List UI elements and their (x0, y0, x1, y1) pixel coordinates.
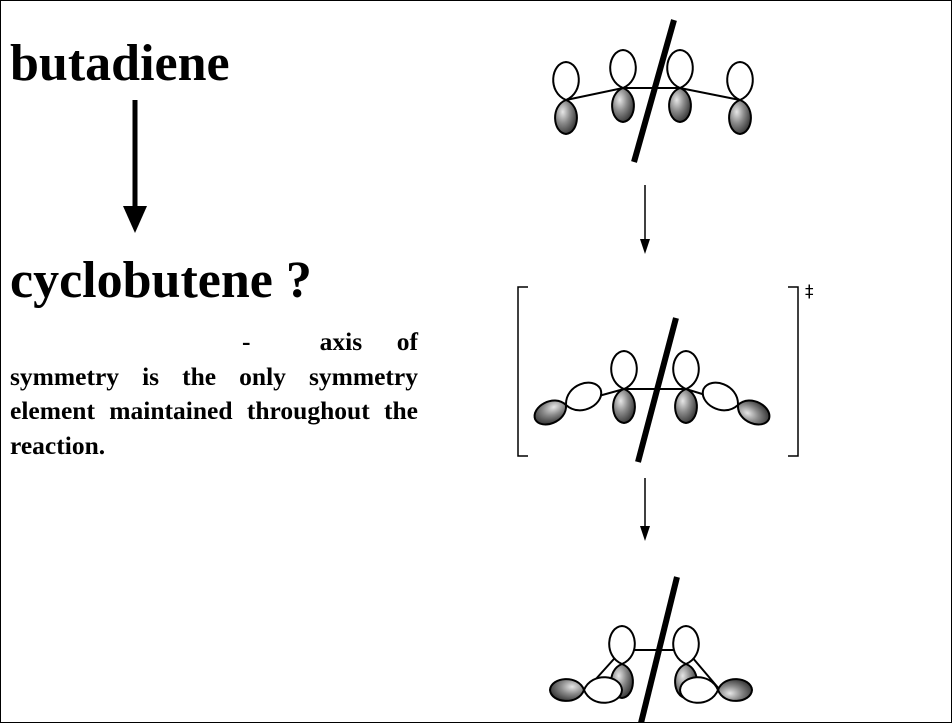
ts-orbital-c2 (610, 350, 638, 424)
p-orbital-c2 (609, 49, 637, 123)
c2-axis-line-product (638, 576, 680, 723)
cb-orbital-c4 (679, 676, 753, 704)
ts-orbital-c1 (528, 376, 607, 432)
reaction-arrow-down (123, 100, 147, 233)
butadiene-orbitals (552, 19, 754, 163)
c2-axis-line (631, 19, 677, 163)
description-dash: - (242, 327, 251, 356)
heading-butadiene: butadiene (10, 35, 230, 92)
ts-orbital-c3 (672, 350, 700, 424)
arrow-down-2 (640, 478, 650, 541)
left-bracket (517, 286, 528, 457)
butadiene-skeleton (565, 87, 741, 101)
p-orbital-c3 (666, 49, 694, 123)
cyclobutene-orbitals (549, 576, 753, 723)
symmetry-description: - axis of symmetry is the only symmetry … (10, 325, 418, 463)
description-text: axis of symmetry is the only symmetry el… (10, 327, 419, 460)
transition-state-mark: ‡ (805, 282, 814, 302)
c2-axis-line-ts (635, 317, 679, 463)
arrow-down-1 (640, 185, 650, 254)
heading-cyclobutene: cyclobutene ? (10, 252, 312, 309)
cb-orbital-c1 (549, 676, 623, 704)
ts-orbital-c4 (697, 376, 776, 432)
transition-state: ‡ (517, 282, 814, 463)
right-bracket (788, 286, 799, 457)
